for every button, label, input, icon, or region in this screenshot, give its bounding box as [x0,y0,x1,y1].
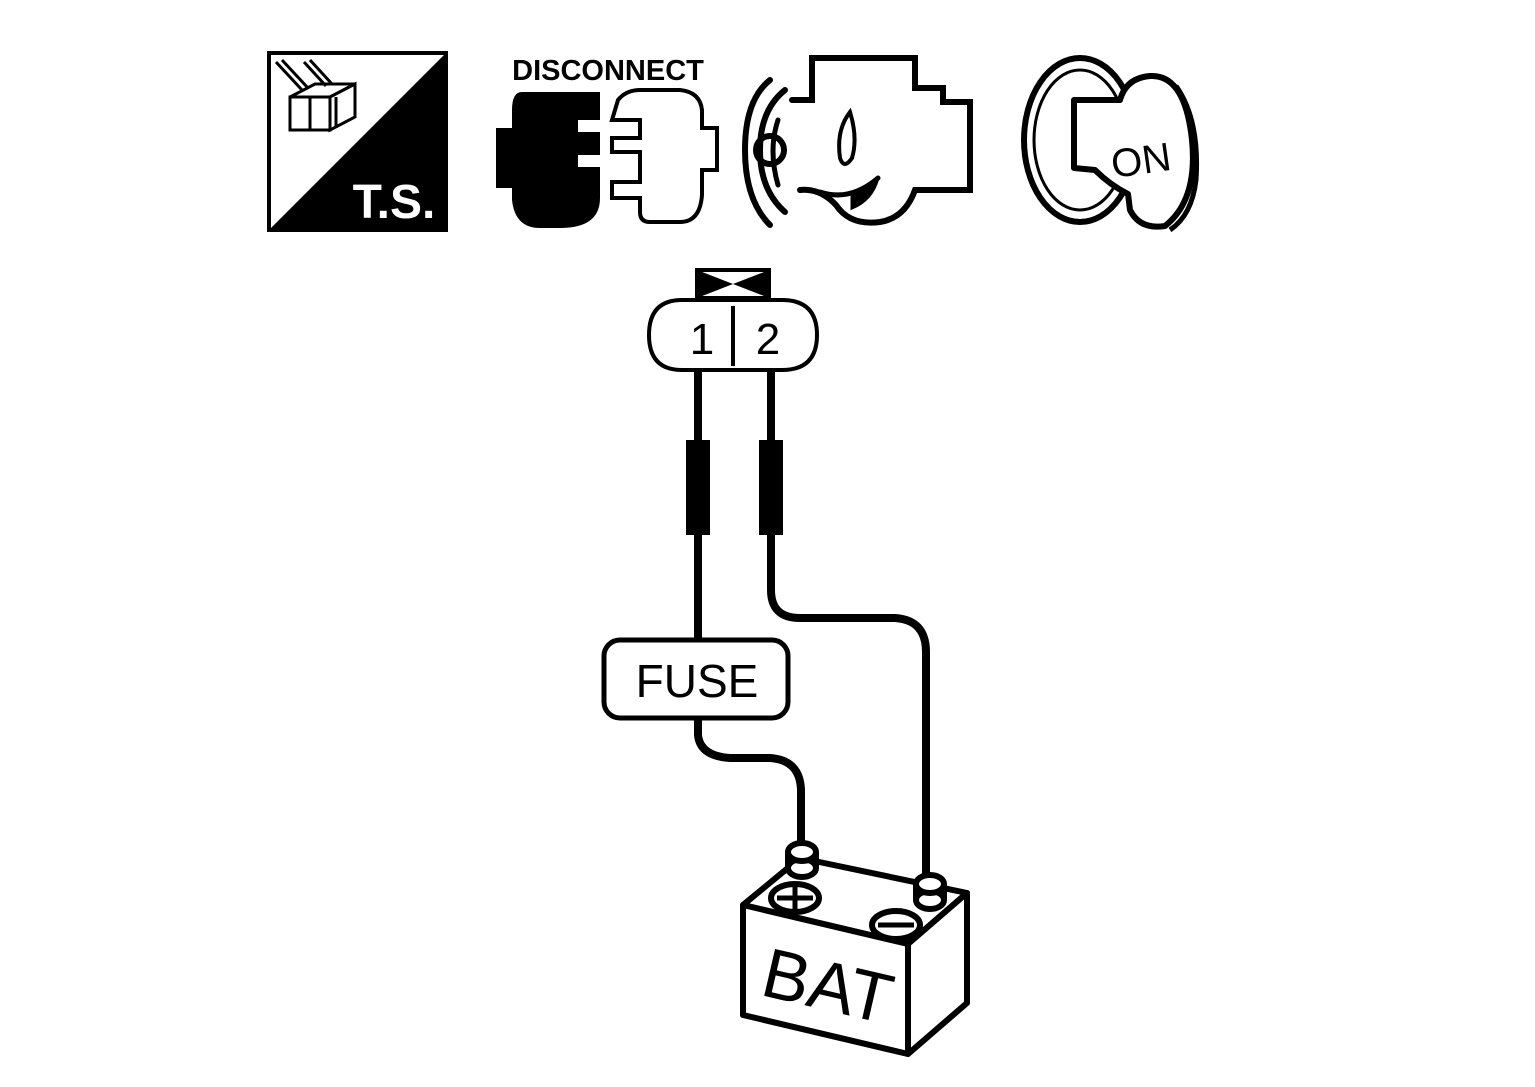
fuse-label: FUSE [636,655,759,707]
connector-sketch-icon [274,58,357,133]
wire-fuse-to-positive [694,714,805,852]
positive-terminal-icon [768,881,822,915]
battery [740,840,970,1057]
ignition-on-label: ON [1108,135,1174,187]
lead-sleeve-1 [686,440,710,535]
connector-lock-tab [697,270,733,298]
disconnect-label: DISCONNECT [512,55,704,87]
battery-side-face [905,890,970,1057]
negative-terminal-icon [869,908,923,942]
wire-pin-2-to-negative [767,368,930,882]
engine-component-icon [741,55,973,228]
disconnect-icon: DISCONNECT [496,55,719,228]
lead-sleeve-2 [759,440,783,535]
harness-connector: 1 2 [646,268,820,372]
pin-2-label: 2 [756,315,780,364]
fuse-box: FUSE [601,637,791,721]
jumper-wires [694,368,930,882]
plug-white-half [609,88,719,224]
ignition-key-icon [1071,72,1196,230]
test-symbol-icon: T.S. [267,51,448,232]
ts-label: T.S. [353,176,436,229]
plug-black-half [496,92,600,228]
pin-1-label: 1 [690,315,714,364]
ignition-on-icon: ON [1021,55,1200,233]
